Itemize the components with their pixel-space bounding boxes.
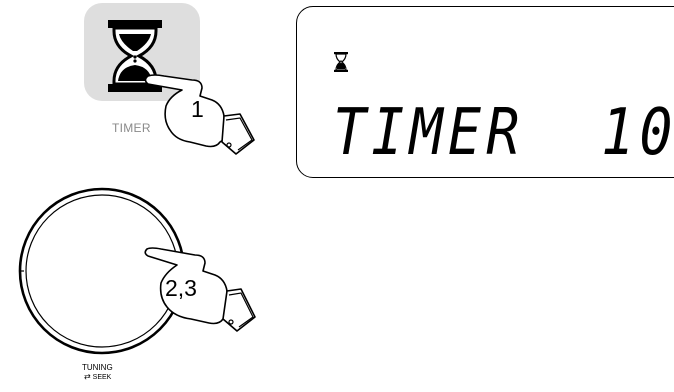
step-number-1: 1 [191, 98, 204, 121]
pointing-hand-step-1: 1 [140, 68, 256, 160]
pointing-hand-icon [143, 241, 259, 337]
double-arrow-icon: ⇄ [84, 372, 91, 381]
lcd-text: TIMER 10 [333, 101, 674, 165]
hourglass-icon [334, 52, 348, 72]
step-number-2-3: 2,3 [165, 277, 197, 300]
tuning-label: TUNING [82, 364, 113, 372]
seek-label-text: SEEK [93, 374, 112, 381]
pointing-hand-step-2-3: 2,3 [143, 241, 259, 337]
seek-label: ⇄ SEEK [84, 373, 111, 382]
